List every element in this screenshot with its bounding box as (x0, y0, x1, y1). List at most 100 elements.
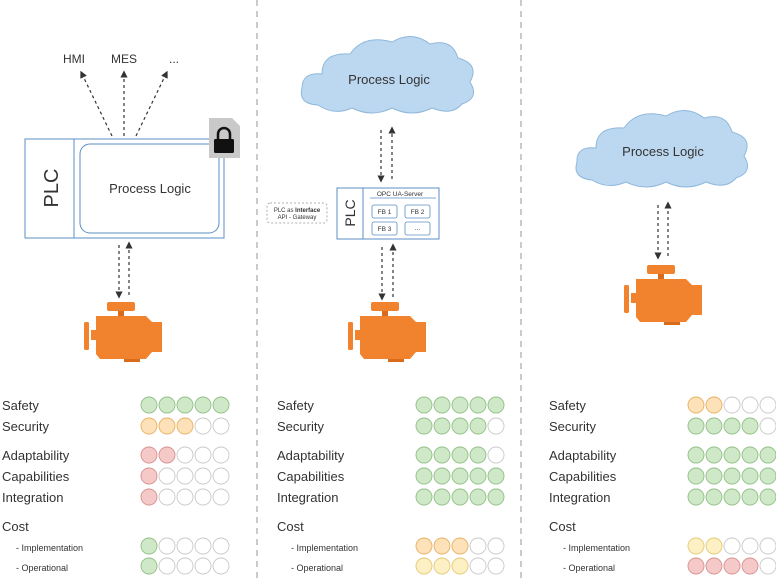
fb-block-1-label: FB 1 (378, 209, 392, 216)
rating-dot-filled (687, 488, 705, 506)
rating-dot-empty (176, 557, 194, 575)
rating-dot-filled (433, 446, 451, 464)
rating-dot-filled (723, 417, 741, 435)
rating-dot-empty (759, 396, 776, 414)
rating-dot-filled (487, 396, 505, 414)
rating-dot-empty (759, 557, 776, 575)
rating-dot-empty (212, 557, 230, 575)
rating-label: Security (2, 419, 49, 434)
rating-label: - Implementation (16, 543, 83, 553)
rating-dot-filled (705, 488, 723, 506)
rating-dot-empty (158, 488, 176, 506)
rating-dot-filled (705, 446, 723, 464)
rating-dot-filled (451, 446, 469, 464)
rating-dot-empty (194, 446, 212, 464)
interface-note-prefix: PLC as (274, 208, 295, 214)
rating-dot-empty (469, 557, 487, 575)
col1-diagram: HMI MES ... PLC Process Logic (24, 52, 240, 362)
process-logic-box (79, 143, 220, 234)
rating-dot-filled (451, 417, 469, 435)
rating-dot-filled (158, 417, 176, 435)
cloud-icon (300, 36, 475, 114)
rating-dot-filled (741, 488, 759, 506)
rating-label: Integration (549, 490, 610, 505)
rating-dot-filled (451, 557, 469, 575)
ratings-col1: SafetySecurityAdaptabilityCapabilitiesIn… (2, 396, 230, 575)
arrow-to-hmi (80, 70, 113, 137)
rating-dot-filled (705, 467, 723, 485)
rating-dot-filled (759, 467, 776, 485)
rating-dot-empty (212, 417, 230, 435)
cloud-label: Process Logic (348, 72, 430, 87)
rating-dot-filled (140, 396, 158, 414)
rating-label: Adaptability (277, 448, 345, 463)
rating-dot-filled (723, 488, 741, 506)
rating-dot-empty (469, 537, 487, 555)
rating-dot-filled (194, 396, 212, 414)
rating-dot-filled (140, 446, 158, 464)
cloud-label: Process Logic (622, 144, 704, 159)
rating-dot-empty (194, 467, 212, 485)
motor-icon (624, 265, 702, 325)
rating-dot-filled (415, 467, 433, 485)
rating-dot-filled (759, 488, 776, 506)
rating-dot-filled (487, 488, 505, 506)
lock-icon (209, 118, 240, 158)
arrow-to-more (135, 70, 168, 137)
motor-icon (348, 302, 426, 362)
rating-dot-filled (415, 488, 433, 506)
rating-dot-empty (194, 488, 212, 506)
rating-dot-filled (433, 488, 451, 506)
rating-label: Safety (2, 398, 39, 413)
rating-dot-filled (433, 467, 451, 485)
rating-dot-filled (759, 446, 776, 464)
rating-dot-empty (194, 417, 212, 435)
interface-note-line1: PLC as Interface (274, 208, 321, 214)
rating-dot-empty (759, 537, 776, 555)
rating-dot-empty (487, 557, 505, 575)
rating-dot-empty (158, 467, 176, 485)
rating-label: Security (277, 419, 324, 434)
rating-dot-filled (415, 537, 433, 555)
rating-label: Cost (277, 519, 304, 534)
rating-dot-filled (176, 396, 194, 414)
rating-dot-filled (415, 396, 433, 414)
rating-dot-filled (469, 417, 487, 435)
rating-dot-filled (705, 396, 723, 414)
target-hmi: HMI (63, 52, 85, 66)
rating-dot-empty (212, 488, 230, 506)
rating-label: Integration (2, 490, 63, 505)
rating-label: Cost (549, 519, 576, 534)
opc-ua-server-label: OPC UA-Server (377, 191, 424, 198)
rating-dot-filled (469, 396, 487, 414)
rating-dot-filled (723, 557, 741, 575)
rating-dot-empty (212, 446, 230, 464)
rating-dot-filled (140, 488, 158, 506)
rating-dot-filled (687, 396, 705, 414)
rating-dot-empty (741, 396, 759, 414)
rating-dot-filled (415, 417, 433, 435)
rating-dot-filled (415, 557, 433, 575)
rating-dot-filled (451, 396, 469, 414)
interface-note-box (266, 202, 328, 224)
rating-dot-empty (176, 537, 194, 555)
rating-label: - Operational (563, 563, 615, 573)
rating-dot-filled (212, 396, 230, 414)
rating-dot-filled (741, 557, 759, 575)
rating-dot-filled (415, 446, 433, 464)
rating-dot-filled (723, 467, 741, 485)
rating-dot-filled (158, 396, 176, 414)
rating-dot-empty (158, 557, 176, 575)
rating-dot-filled (469, 467, 487, 485)
rating-label: Cost (2, 519, 29, 534)
rating-dot-empty (741, 537, 759, 555)
rating-dot-filled (741, 467, 759, 485)
rating-dot-empty (194, 557, 212, 575)
rating-dot-filled (433, 557, 451, 575)
plc-gateway-label: PLC (342, 199, 358, 226)
rating-dot-filled (451, 537, 469, 555)
fb-block-more (404, 221, 431, 236)
rating-dot-empty (487, 446, 505, 464)
rating-dot-empty (194, 537, 212, 555)
